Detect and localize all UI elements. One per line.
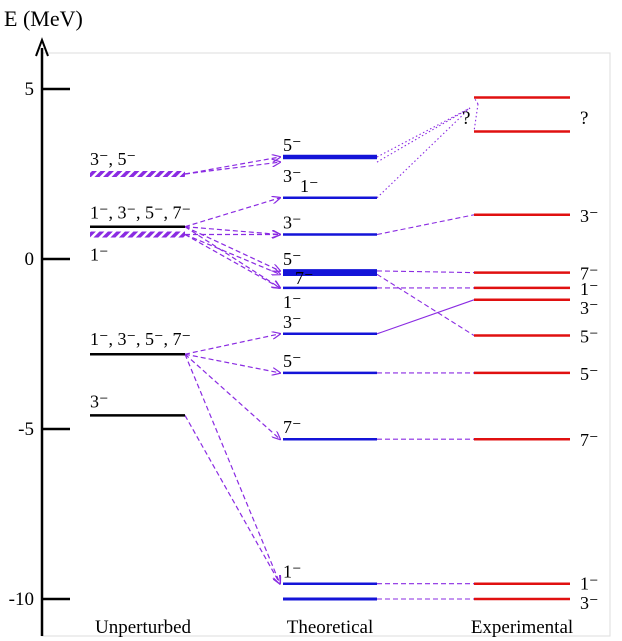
question-link-line: [473, 103, 479, 132]
mixing-arrow: [184, 415, 280, 583]
axis-tick-label: 5: [25, 79, 35, 100]
theoretical-level-label: 5⁻: [283, 249, 302, 269]
unperturbed-level: [90, 171, 185, 177]
axis-tick-label: -10: [9, 589, 34, 610]
experimental-level-label: 3⁻: [580, 593, 599, 613]
assignment-line: [376, 107, 471, 158]
mixing-arrow: [184, 198, 280, 228]
unperturbed-level-label: 1⁻: [90, 245, 109, 265]
theoretical-level-label: 7⁻: [283, 417, 302, 437]
unperturbed-level: [90, 231, 185, 238]
assignment-line: [376, 107, 471, 163]
axis-arrow-icon: [35, 37, 49, 57]
question-mark-right: ?: [580, 108, 588, 129]
mixing-arrow: [184, 162, 280, 175]
mixing-arrow: [184, 233, 280, 288]
experimental-level-label: 7⁻: [580, 264, 599, 284]
mixing-arrow: [184, 233, 280, 275]
axis-tick-label: 0: [25, 249, 35, 270]
experimental-level-label: 3⁻: [580, 206, 599, 226]
assignment-line: [376, 273, 475, 336]
mixing-arrow: [184, 226, 280, 288]
theoretical-level-label: 3⁻: [283, 213, 302, 233]
column-label-theoretical: Theoretical: [287, 617, 374, 638]
mixing-arrow: [184, 226, 280, 235]
experimental-level-label: 1⁻: [580, 279, 599, 299]
theoretical-level-label: 3⁻: [283, 166, 302, 186]
assignment-line: [376, 270, 475, 274]
level-lines: [90, 96, 570, 601]
column-label-experimental: Experimental: [471, 617, 573, 638]
connector-lines: [184, 97, 479, 600]
mixing-arrow: [184, 353, 280, 439]
unperturbed-level-label: 3⁻: [90, 391, 109, 411]
experimental-level-label: 5⁻: [580, 364, 599, 384]
theoretical-level-label: 1⁻: [283, 562, 302, 582]
assignment-line: [376, 214, 475, 236]
experimental-level-label: 1⁻: [580, 574, 599, 594]
unperturbed-level-label: 1⁻, 3⁻, 5⁻, 7⁻: [90, 329, 191, 349]
experimental-level-label: 5⁻: [580, 327, 599, 347]
theoretical-level-label: 5⁻: [283, 135, 302, 155]
mixing-arrow: [184, 334, 280, 355]
assignment-line: [376, 107, 471, 199]
theoretical-level-label: 3⁻: [283, 312, 302, 332]
column-label-unperturbed: Unperturbed: [95, 617, 192, 638]
assignment-line: [376, 299, 475, 335]
theoretical-level-label: 1⁻: [283, 292, 302, 312]
theoretical-level-label: 5⁻: [283, 351, 302, 371]
level-labels: 3⁻, 5⁻ 1⁻, 3⁻, 5⁻, 7⁻ 1⁻ 1⁻, 3⁻, 5⁻, 7⁻ 3⁻ 5⁻…: [90, 135, 599, 613]
mixing-arrow: [184, 353, 280, 584]
mixing-arrow: [184, 226, 280, 271]
unperturbed-level-label: 3⁻, 5⁻: [90, 149, 136, 169]
unperturbed-level-label: 1⁻, 3⁻, 5⁻, 7⁻: [90, 203, 191, 223]
question-link-line: [473, 97, 479, 105]
theoretical-level-label: 7⁻: [295, 268, 314, 288]
axis-tick-label: -5: [18, 419, 34, 440]
experimental-level-label: 3⁻: [580, 298, 599, 318]
question-mark-left: ?: [462, 108, 470, 129]
mixing-arrow: [184, 157, 280, 175]
energy-axis: E (MeV) 5 0 -5 -10: [4, 6, 83, 636]
axis-label: E (MeV): [4, 6, 83, 31]
theoretical-level-label: 1⁻: [300, 176, 319, 196]
experimental-level-label: 7⁻: [580, 430, 599, 450]
mixing-arrow: [184, 353, 280, 373]
